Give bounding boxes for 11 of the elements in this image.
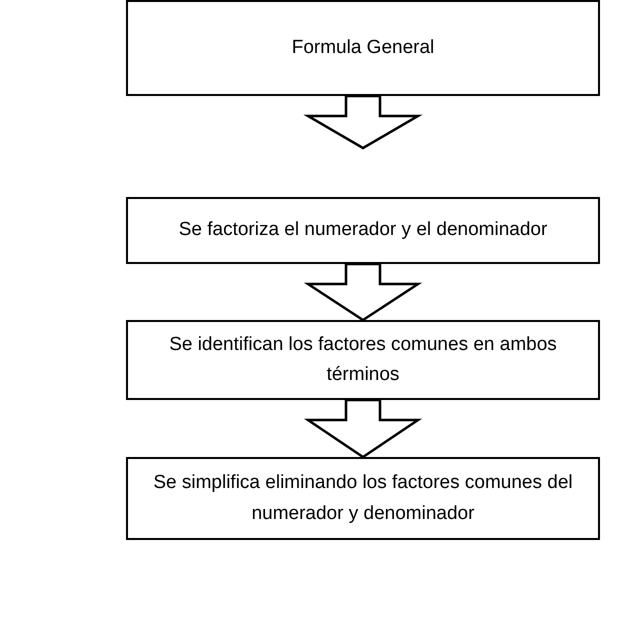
step-text: Se simplifica eliminando los factores comunes del numerador y denominador [152, 471, 574, 526]
process-box [126, 0, 600, 96]
process-box [126, 197, 600, 264]
hollow-arrow [304, 398, 422, 458]
step-text: Formula General [292, 36, 434, 60]
step-text: Se factoriza el numerador y el denominador [178, 218, 548, 242]
process-box [126, 457, 600, 540]
process-box [126, 320, 600, 400]
step-text: Se identifican los factores comunes en ambos términos [168, 332, 558, 387]
hollow-arrow [303, 94, 423, 150]
hollow-arrow [304, 262, 422, 322]
